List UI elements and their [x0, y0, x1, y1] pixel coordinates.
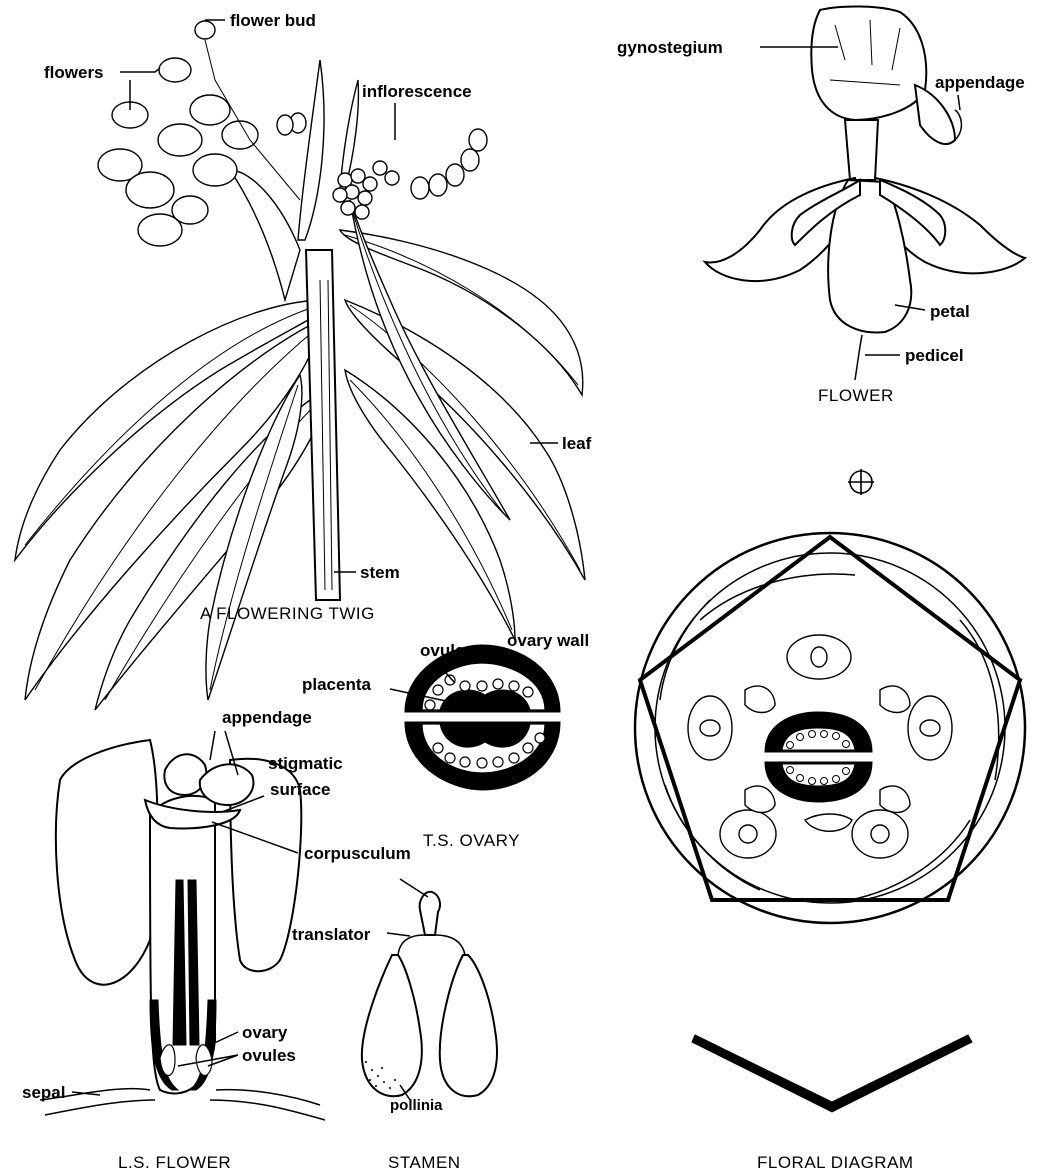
- label-ovules-ts: ovules: [420, 641, 474, 660]
- label-pedicel: pedicel: [905, 346, 964, 365]
- label-ovary-ls: ovary: [242, 1023, 288, 1042]
- twig-stem: [306, 250, 340, 600]
- floral-diagram-drawing: [635, 533, 1025, 1112]
- label-appendage-flower: appendage: [935, 73, 1025, 92]
- caption-ls-flower: L.S. FLOWER: [118, 1153, 231, 1172]
- ts-ovary-drawing: [405, 645, 560, 790]
- label-translator: translator: [292, 925, 371, 944]
- label-ovules-ls: ovules: [242, 1046, 296, 1065]
- label-pollinia: pollinia: [390, 1097, 443, 1114]
- caption-flower: FLOWER: [818, 386, 894, 405]
- floral-diagram-anthers: [745, 686, 910, 831]
- label-stigmatic: stigmatic: [268, 754, 343, 773]
- label-appendage-ls: appendage: [222, 708, 312, 727]
- label-corpusculum: corpusculum: [304, 844, 411, 863]
- flower-drawing: [705, 6, 1025, 380]
- label-surface: surface: [270, 780, 330, 799]
- caption-flowering-twig: A FLOWERING TWIG: [200, 604, 375, 623]
- label-gynostegium: gynostegium: [617, 38, 723, 57]
- caption-stamen: STAMEN: [388, 1153, 461, 1172]
- label-petal: petal: [930, 302, 970, 321]
- label-sepal: sepal: [22, 1083, 65, 1102]
- actinomorphic-symbol: [848, 469, 874, 495]
- label-ovary-wall: ovary wall: [507, 631, 589, 650]
- label-stem: stem: [360, 563, 400, 582]
- floral-diagram-ovary: [765, 712, 872, 802]
- label-leaf: leaf: [562, 434, 592, 453]
- label-flowers: flowers: [44, 63, 104, 82]
- caption-ts-ovary: T.S. OVARY: [423, 831, 520, 850]
- label-placenta: placenta: [302, 675, 372, 694]
- label-flower-bud: flower bud: [230, 11, 316, 30]
- stamen-drawing: [362, 892, 497, 1096]
- caption-floral-diagram: FLORAL DIAGRAM: [757, 1153, 914, 1172]
- label-inflorescence: inflorescence: [362, 82, 472, 101]
